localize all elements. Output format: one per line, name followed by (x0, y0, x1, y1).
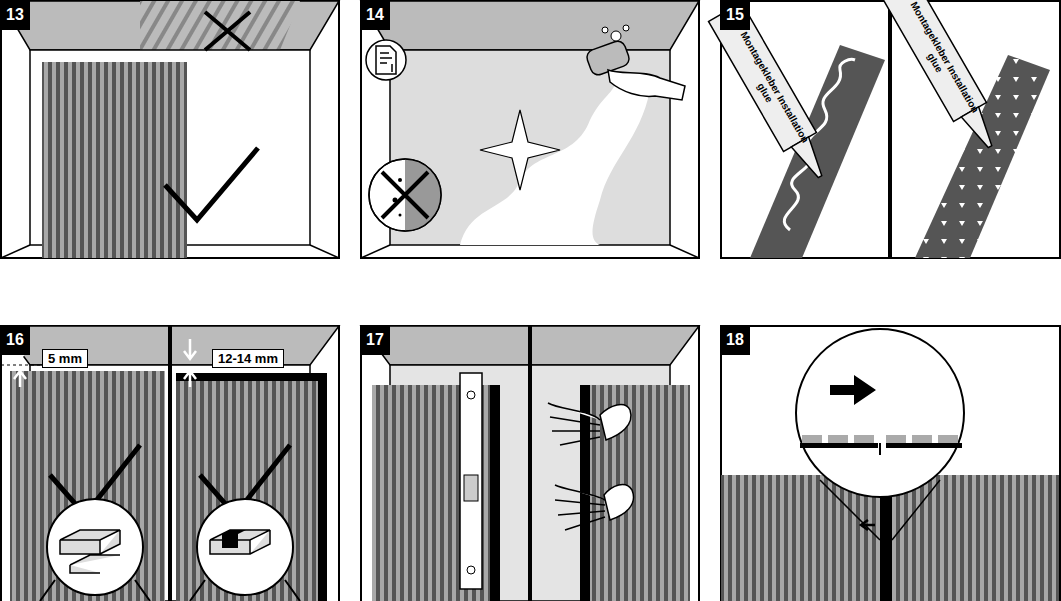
dimension-label: 12-14 mm (212, 349, 284, 368)
panel-15 (709, 0, 1060, 258)
panel-17 (361, 326, 699, 601)
panel-14 (361, 1, 699, 258)
step-number: 13 (0, 0, 30, 30)
panel-13 (1, 1, 339, 258)
step-number: 16 (0, 325, 30, 355)
step-number: 14 (360, 0, 390, 30)
panel-16 (1, 326, 339, 601)
step-number: 18 (720, 325, 750, 355)
panel-18 (721, 326, 1060, 601)
step-number: 17 (360, 325, 390, 355)
step-number: 15 (720, 0, 750, 30)
dimension-label: 5 mm (42, 349, 88, 368)
